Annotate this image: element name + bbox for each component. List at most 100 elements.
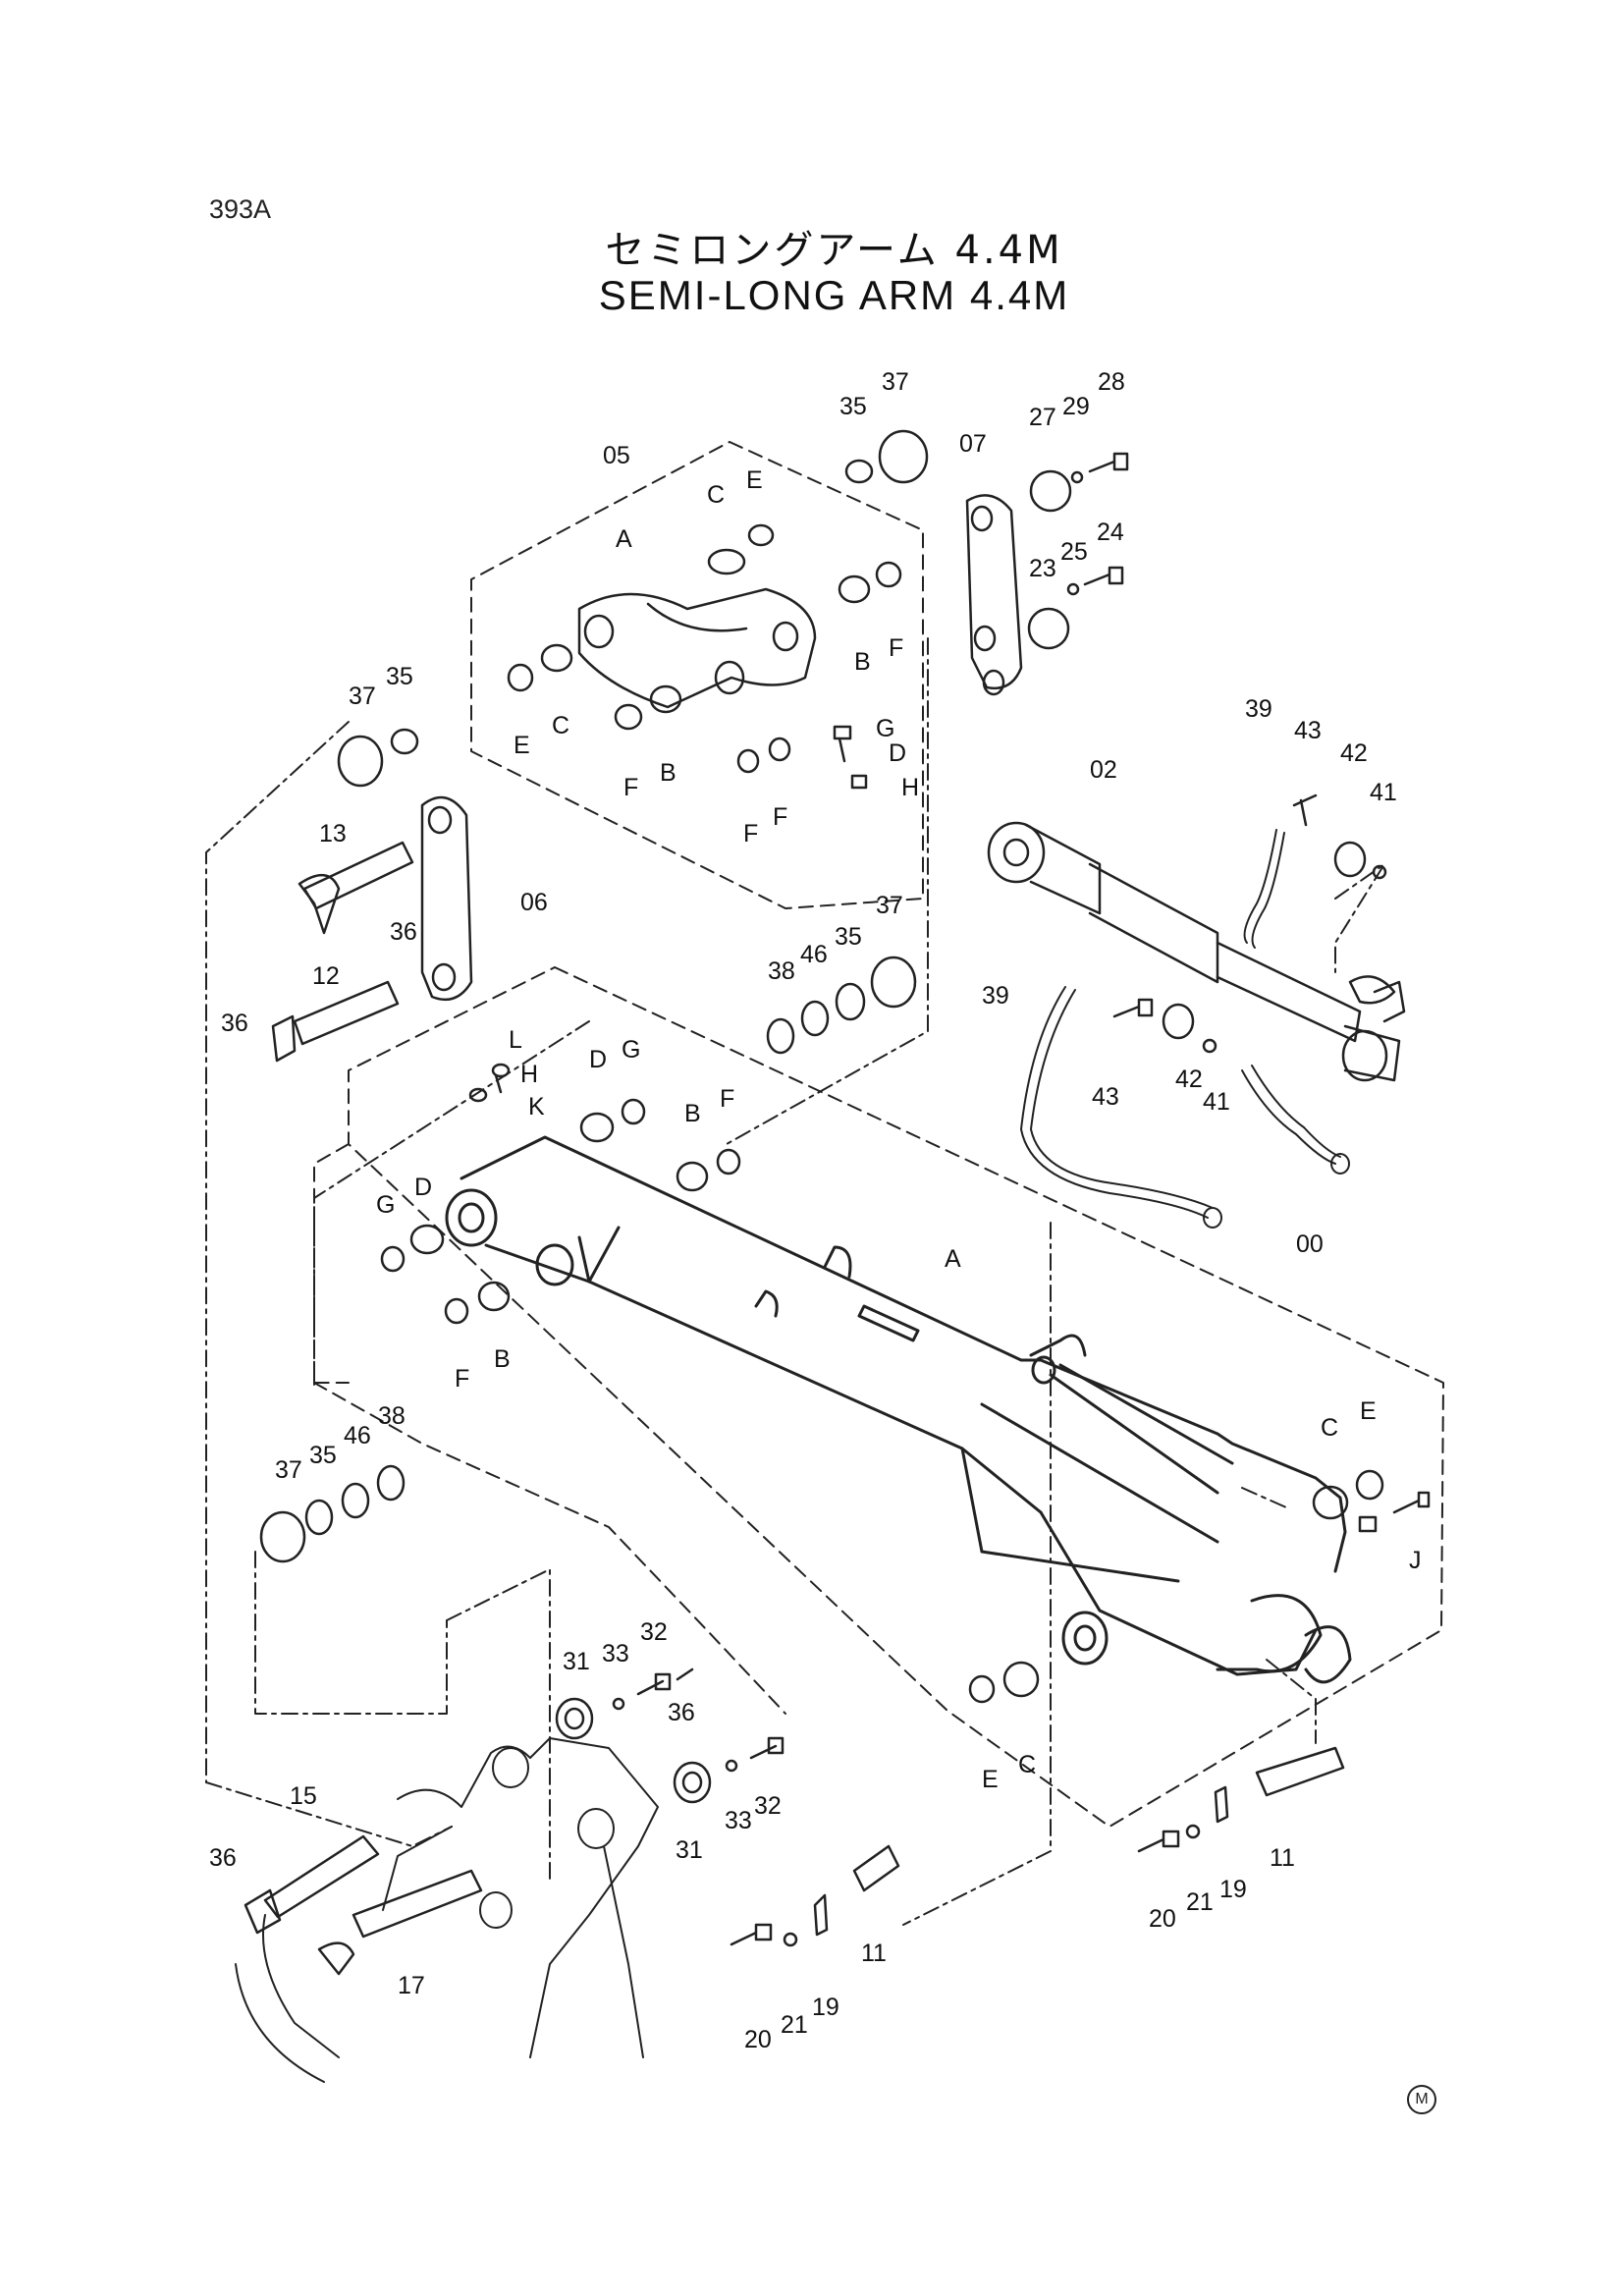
page-code: 393A — [209, 194, 272, 224]
callout-39b: 39 — [982, 982, 1009, 1010]
callout-38b: 38 — [378, 1402, 406, 1430]
callout-31b: 31 — [676, 1836, 703, 1864]
bushings-right — [968, 1469, 1431, 1704]
callout-25: 25 — [1060, 538, 1088, 566]
callout-d2: D — [589, 1046, 607, 1073]
callout-f3: F — [743, 820, 758, 847]
callout-41a: 41 — [1370, 779, 1397, 806]
group-outline-00 — [313, 966, 1444, 1828]
callout-05: 05 — [603, 442, 630, 469]
callout-j: J — [1409, 1547, 1422, 1574]
callout-42b: 42 — [1175, 1066, 1203, 1093]
callout-19b: 19 — [1219, 1876, 1247, 1903]
callout-33a: 33 — [602, 1640, 629, 1667]
callout-37d: 37 — [275, 1456, 302, 1484]
callout-00: 00 — [1296, 1230, 1324, 1258]
grease-fittings — [833, 725, 868, 790]
callout-b2: B — [660, 759, 676, 787]
pin-15 — [243, 1834, 380, 1935]
callout-35a: 35 — [839, 393, 867, 420]
callout-06: 06 — [520, 889, 548, 916]
callout-35c: 35 — [835, 923, 862, 951]
callout-15: 15 — [290, 1782, 317, 1810]
pin-12 — [271, 980, 400, 1063]
callout-32b: 32 — [754, 1792, 782, 1820]
callout-a1: A — [616, 525, 632, 553]
callout-36c: 36 — [668, 1699, 695, 1726]
callout-36a: 36 — [390, 918, 417, 946]
callout-g2: G — [622, 1036, 640, 1064]
callout-e2: E — [514, 732, 530, 759]
leader-lines — [205, 637, 1385, 1926]
callout-20b: 20 — [1149, 1905, 1176, 1933]
callout-f2: F — [623, 774, 638, 801]
callout-43b: 43 — [1092, 1083, 1119, 1111]
callout-labels: 37 35 07 27 29 28 05 C E A 23 25 24 B F … — [209, 368, 1422, 2053]
lower-hardware — [730, 1746, 1345, 1947]
callout-46b: 46 — [344, 1422, 371, 1449]
side-link-06 — [420, 795, 473, 1002]
callout-21b: 21 — [1186, 1888, 1214, 1916]
washers-mid — [766, 956, 917, 1055]
callout-g1: G — [876, 715, 894, 742]
bushings-upper — [337, 429, 1072, 788]
callout-28: 28 — [1098, 368, 1125, 396]
bucket — [235, 1737, 659, 2083]
callout-24: 24 — [1097, 519, 1124, 546]
washers-lower-left — [259, 1464, 406, 1563]
callout-13: 13 — [319, 820, 347, 847]
callout-a2: A — [945, 1245, 961, 1273]
callout-c1: C — [707, 481, 725, 509]
callout-39a: 39 — [1245, 695, 1272, 723]
callout-37b: 37 — [349, 683, 376, 710]
callout-32a: 32 — [640, 1618, 668, 1646]
title-english: SEMI-LONG ARM 4.4M — [598, 272, 1070, 318]
callout-20a: 20 — [744, 2026, 772, 2053]
callout-b3: B — [684, 1100, 701, 1127]
callout-33b: 33 — [725, 1807, 752, 1834]
pin-17 — [317, 1869, 483, 1976]
pin-13 — [298, 841, 414, 935]
callout-d3: D — [414, 1174, 432, 1201]
bolts-top — [1066, 452, 1129, 596]
callout-f5: F — [720, 1085, 734, 1113]
callout-11b: 11 — [1270, 1844, 1295, 1872]
hydraulic-cylinder-02 — [987, 821, 1406, 1082]
arm-body-A — [445, 1135, 1352, 1684]
callout-e3: E — [1360, 1397, 1377, 1425]
callout-36b: 36 — [221, 1010, 248, 1037]
callout-c2: C — [552, 712, 569, 739]
callout-43a: 43 — [1294, 717, 1322, 744]
callout-36d: 36 — [209, 1844, 237, 1872]
title-japanese: セミロングアーム 4.4M — [605, 228, 1063, 273]
callout-f1: F — [889, 634, 903, 662]
callout-27: 27 — [1029, 404, 1056, 431]
callout-e4: E — [982, 1766, 999, 1793]
callout-41b: 41 — [1203, 1088, 1230, 1116]
callout-11a: 11 — [861, 1940, 887, 1967]
group-outline-05 — [470, 441, 924, 909]
callout-31a: 31 — [563, 1648, 590, 1675]
callout-c4: C — [1018, 1751, 1036, 1778]
callout-h2: H — [520, 1061, 538, 1088]
callout-d1: D — [889, 739, 906, 767]
bushings-left — [380, 1063, 741, 1325]
callout-f6: F — [455, 1365, 469, 1393]
callout-19a: 19 — [812, 1994, 839, 2021]
clamp-upper — [1112, 793, 1387, 1054]
callout-l: L — [509, 1026, 522, 1054]
callout-g3: G — [376, 1191, 395, 1219]
callout-21a: 21 — [781, 2011, 808, 2039]
callout-e1: E — [746, 466, 763, 494]
callout-38a: 38 — [768, 957, 795, 985]
callout-b4: B — [494, 1345, 511, 1373]
callout-02: 02 — [1090, 756, 1117, 784]
callout-35b: 35 — [386, 663, 413, 690]
link-assembly-05 — [577, 587, 817, 709]
m-mark: M — [1407, 2085, 1436, 2114]
callout-k: K — [528, 1093, 545, 1121]
callout-b1: B — [854, 648, 871, 676]
callout-42a: 42 — [1340, 739, 1368, 767]
